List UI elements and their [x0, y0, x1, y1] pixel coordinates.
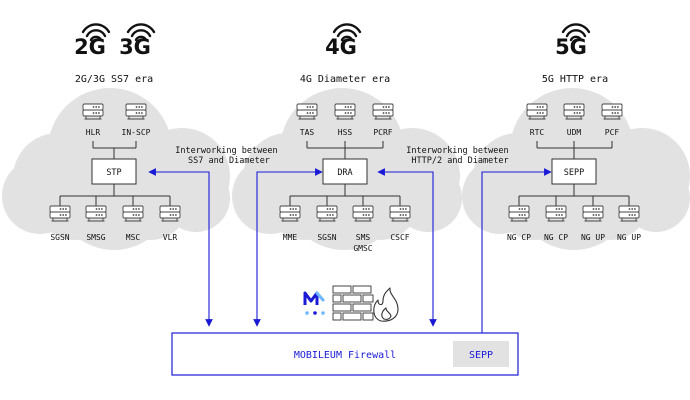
era-label-2g3g: 2G/3G SS7 era [75, 74, 153, 85]
firewall-sepp-label: SEPP [469, 350, 493, 361]
bottom-node-label: NG CP [507, 233, 531, 242]
top-node-label: PCF [605, 128, 620, 137]
top-node-label: RTC [530, 128, 545, 137]
note-ss7-diameter-line-1: Interworking between [175, 146, 277, 156]
note-http2-diameter-line-2: HTTP/2 and Diameter [411, 156, 508, 166]
ss7-connector [148, 168, 213, 327]
hub-box [91, 158, 137, 185]
bottom-node-label: SGSN [317, 233, 336, 242]
gen-label-5g: 5G [555, 35, 587, 59]
bottom-node-label: CSCF [390, 233, 409, 242]
hub-label: STP [106, 168, 121, 178]
top-node-label: IN-SCP [122, 128, 151, 137]
bottom-node-label: NG CP [544, 233, 568, 242]
top-node-label: HLR [86, 128, 101, 137]
bottom-node-label: MSC [126, 233, 141, 242]
mobileum-logo-icon [303, 291, 325, 315]
gen-label-2g: 2G [74, 35, 106, 59]
era-label-4g: 4G Diameter era [300, 74, 390, 85]
gen-label-3g: 3G [119, 35, 151, 59]
bottom-node-label: VLR [163, 233, 178, 242]
note-http2-diameter-line-1: Interworking between [406, 146, 508, 156]
hub-box [551, 158, 597, 185]
diameter-to-http-connector [377, 168, 437, 327]
hub-label: DRA [337, 168, 352, 178]
top-node-label: TAS [300, 128, 315, 137]
note-http2-diameter: Interworking between HTTP/2 and Diameter [406, 146, 513, 166]
firewall-sepp-box [453, 341, 509, 367]
gen-label-4g: 4G [325, 35, 357, 59]
note-ss7-diameter: Interworking between SS7 and Diameter [175, 146, 282, 166]
diameter-connector [253, 168, 323, 327]
bottom-node-label: NG UP [617, 233, 641, 242]
top-node-label: UDM [567, 128, 582, 137]
bottom-node-label: NG UP [581, 233, 605, 242]
flame-icon [373, 287, 399, 322]
brick-wall-icon [332, 285, 374, 321]
top-node-label: HSS [338, 128, 353, 137]
hub-label: SEPP [564, 168, 584, 178]
bottom-node-label: SGSN [50, 233, 69, 242]
hub-box [322, 158, 368, 185]
http2-connector [478, 168, 552, 344]
bottom-node-label: MME [283, 233, 298, 242]
era-label-5g: 5G HTTP era [542, 74, 608, 85]
firewall-label: MOBILEUM Firewall [294, 350, 396, 361]
note-ss7-diameter-line-2: SS7 and Diameter [188, 156, 270, 166]
top-node-label: PCRF [373, 128, 392, 137]
bottom-node-label: SMSG [86, 233, 105, 242]
